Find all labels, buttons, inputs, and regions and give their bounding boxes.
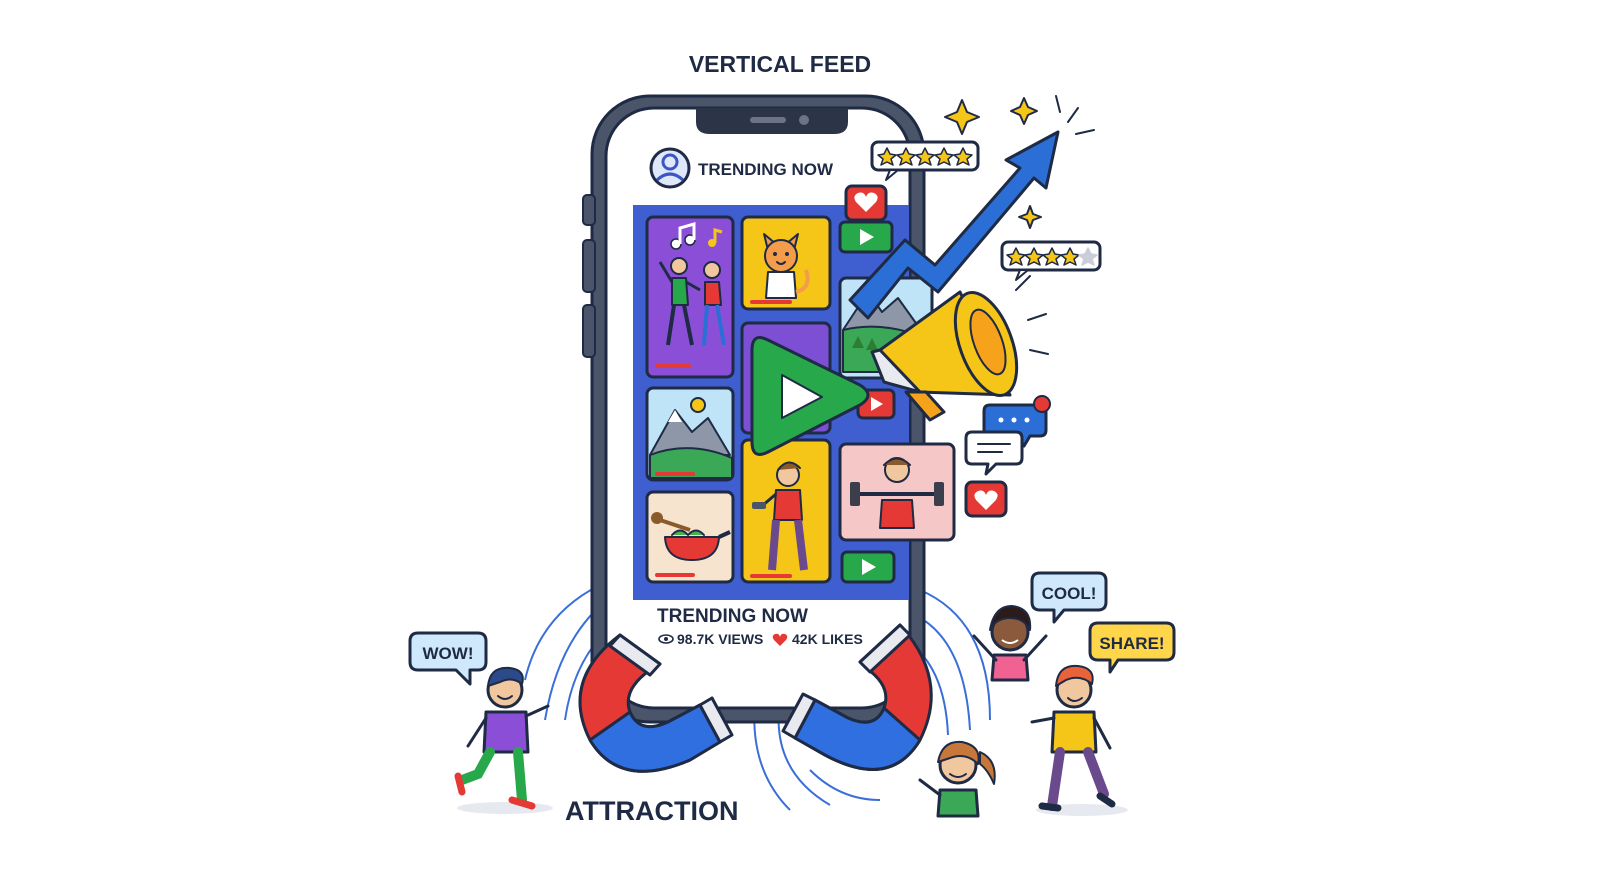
heart-badge-top: [844, 184, 888, 222]
svg-text:SHARE!: SHARE!: [1099, 634, 1164, 653]
attraction-label: ATTRACTION: [565, 796, 738, 826]
big-play-button[interactable]: [750, 336, 870, 456]
person-bottom: [918, 740, 996, 818]
svg-text:WOW!: WOW!: [423, 644, 474, 663]
feed-card-mountain-left[interactable]: [645, 386, 735, 482]
person-left: [454, 666, 553, 814]
magnet-left-icon: [578, 633, 734, 773]
trend-arrow-icon: [848, 95, 1095, 320]
star-rating-top: [870, 140, 980, 181]
feed-card-weightlifting[interactable]: [838, 442, 956, 542]
views-count: 98.7K VIEWS: [677, 631, 763, 647]
person-right-running: [1030, 664, 1128, 816]
star-rating-side: [1000, 240, 1102, 281]
eye-icon: [658, 634, 674, 644]
speech-bubble-wow: WOW!: [408, 631, 488, 686]
trending-now-bottom-title: TRENDING NOW: [657, 606, 808, 627]
music-note-icon: [708, 228, 723, 247]
feed-card-cat[interactable]: [740, 215, 832, 311]
likes-count: 42K LIKES: [792, 631, 863, 647]
svg-text:COOL!: COOL!: [1042, 584, 1097, 603]
megaphone-icon: [870, 275, 1049, 422]
play-icon: [860, 229, 874, 245]
heart-icon: [854, 192, 878, 212]
trending-now-top-label: TRENDING NOW: [698, 160, 834, 179]
feed-card-dance[interactable]: [645, 215, 735, 379]
chat-bubble-icon: [964, 430, 1024, 476]
vertical-feed-title: VERTICAL FEED: [689, 51, 871, 77]
star-icon: [877, 147, 973, 166]
heart-badge-side: [964, 480, 1008, 518]
play-icon: [871, 397, 883, 411]
sparkle-icons: [944, 97, 1042, 229]
person-right-top: [972, 605, 1048, 682]
star-icon: [1006, 247, 1098, 266]
trending-header: TRENDING NOW: [649, 147, 834, 189]
play-tile-small-3[interactable]: [840, 550, 896, 584]
speech-bubble-share: SHARE!: [1088, 621, 1176, 674]
play-tile-small-1[interactable]: [838, 220, 894, 254]
dancing-people: [658, 257, 726, 346]
heart-icon: [974, 490, 998, 510]
music-note-icon: [670, 222, 696, 250]
speech-bubble-cool: COOL!: [1030, 571, 1108, 624]
cat-illustration: [763, 233, 810, 299]
feed-card-fitness[interactable]: [740, 438, 832, 584]
heart-icon: [772, 633, 788, 646]
play-icon: [781, 374, 823, 419]
play-icon: [862, 559, 876, 575]
feed-card-cooking[interactable]: [645, 490, 735, 584]
magnet-right-icon: [781, 623, 933, 771]
